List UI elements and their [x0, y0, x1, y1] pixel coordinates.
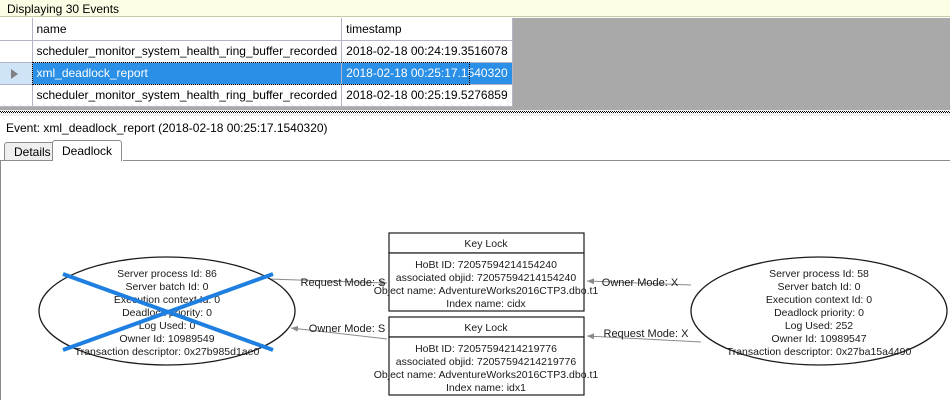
events-grid[interactable]: name timestamp scheduler_monitor_system_… — [0, 18, 950, 110]
row-selector-cell[interactable] — [0, 62, 33, 85]
resource-bottom-line-1: associated objid: 72057594214219776 — [396, 356, 577, 368]
column-header-name[interactable]: name — [32, 18, 343, 41]
survivor-line-2: Execution context Id: 0 — [766, 294, 872, 306]
resource-top-title: Key Lock — [464, 238, 508, 250]
edge-label-survivor-owner-top: Owner Mode: X — [602, 277, 679, 289]
events-grid-table: name timestamp scheduler_monitor_system_… — [0, 18, 513, 107]
edge-label-victim-owner-bottom: Owner Mode: S — [309, 323, 385, 335]
resource-top-line-0: HoBt ID: 72057594214154240 — [415, 259, 557, 271]
survivor-line-4: Log Used: 252 — [785, 320, 853, 332]
table-row[interactable]: scheduler_monitor_system_health_ring_buf… — [0, 84, 513, 107]
tabstrip-underline — [0, 160, 950, 161]
events-panel: Displaying 30 Events name timestamp sche… — [0, 0, 950, 116]
survivor-line-3: Deadlock priority: 0 — [774, 307, 864, 319]
resource-bottom-title: Key Lock — [464, 322, 508, 334]
resource-bottom-line-3: Index name: idx1 — [446, 382, 526, 394]
column-header-timestamp[interactable]: timestamp — [341, 18, 513, 41]
victim-line-5: Owner Id: 10989549 — [119, 333, 214, 345]
row-name-cell[interactable]: xml_deadlock_report — [32, 62, 343, 85]
column-header-selector[interactable] — [0, 18, 33, 41]
surviving-process-node[interactable]: Server process Id: 58 Server batch Id: 0… — [690, 256, 948, 366]
table-row[interactable]: xml_deadlock_report 2018-02-18 00:25:17.… — [0, 62, 513, 85]
tabstrip: Details Deadlock — [0, 140, 950, 161]
resource-node-top[interactable]: Key Lock HoBt ID: 72057594214154240 asso… — [374, 232, 599, 312]
edge-label-victim-request-top: Request Mode: S — [301, 277, 386, 289]
tab-deadlock[interactable]: Deadlock — [52, 140, 123, 161]
resource-top-body-box — [388, 252, 585, 312]
survivor-line-6: Transaction descriptor: 0x27ba15a4490 — [727, 346, 912, 358]
resource-node-bottom[interactable]: Key Lock HoBt ID: 72057594214219776 asso… — [374, 316, 599, 396]
row-name-cell[interactable]: scheduler_monitor_system_health_ring_buf… — [32, 84, 343, 107]
victim-line-4: Log Used: 0 — [139, 320, 196, 332]
row-name-cell[interactable]: scheduler_monitor_system_health_ring_buf… — [32, 40, 343, 63]
events-count-banner: Displaying 30 Events — [0, 0, 950, 17]
grid-splitter[interactable] — [0, 110, 950, 116]
event-header-label: Event: xml_deadlock_report (2018-02-18 0… — [6, 121, 328, 135]
survivor-line-5: Owner Id: 10989547 — [771, 333, 866, 345]
table-row[interactable]: scheduler_monitor_system_health_ring_buf… — [0, 40, 513, 63]
resource-top-line-1: associated objid: 72057594214154240 — [396, 272, 577, 284]
victim-process-node[interactable]: Server process Id: 86 Server batch Id: 0… — [38, 256, 296, 366]
row-timestamp-cell[interactable]: 2018-02-18 00:25:17.1540320 — [341, 62, 513, 85]
survivor-line-1: Server batch Id: 0 — [778, 281, 861, 293]
edge-survivor-owner-top — [586, 278, 692, 286]
resource-top-line-3: Index name: cidx — [446, 298, 526, 310]
surviving-process-ellipse — [690, 256, 948, 366]
edge-victim-request-top — [268, 278, 388, 286]
victim-cross-line-2 — [62, 272, 274, 352]
row-selector-cell[interactable] — [0, 84, 33, 107]
tab-details[interactable]: Details — [4, 142, 61, 161]
resource-top-line-2: Object name: AdventureWorks2016CTP3.dbo.… — [374, 285, 599, 297]
row-selector-cell[interactable] — [0, 40, 33, 63]
edge-survivor-request-bottom — [586, 333, 702, 343]
row-timestamp-cell[interactable]: 2018-02-18 00:25:19.5276859 — [341, 84, 513, 107]
events-grid-header-row: name timestamp — [0, 18, 513, 41]
victim-line-1: Server batch Id: 0 — [126, 281, 209, 293]
resource-bottom-line-0: HoBt ID: 72057594214219776 — [415, 343, 557, 355]
victim-line-0: Server process Id: 86 — [117, 268, 217, 280]
edge-victim-owner-bottom — [290, 325, 388, 340]
survivor-line-0: Server process Id: 58 — [769, 268, 869, 280]
deadlock-graph-panel[interactable]: Request Mode: S Owner Mode: X Owner Mode… — [0, 161, 950, 400]
resource-bottom-body-box — [388, 336, 585, 396]
edge-label-survivor-request-bottom: Request Mode: X — [604, 328, 690, 340]
events-count-label: Displaying 30 Events — [7, 2, 120, 16]
row-timestamp-cell[interactable]: 2018-02-18 00:24:19.3516078 — [341, 40, 513, 63]
resource-bottom-line-2: Object name: AdventureWorks2016CTP3.dbo.… — [374, 369, 599, 381]
current-row-arrow-icon — [11, 68, 18, 79]
victim-line-6: Transaction descriptor: 0x27b985d1ae0 — [75, 346, 260, 358]
event-header: Event: xml_deadlock_report (2018-02-18 0… — [0, 118, 950, 138]
